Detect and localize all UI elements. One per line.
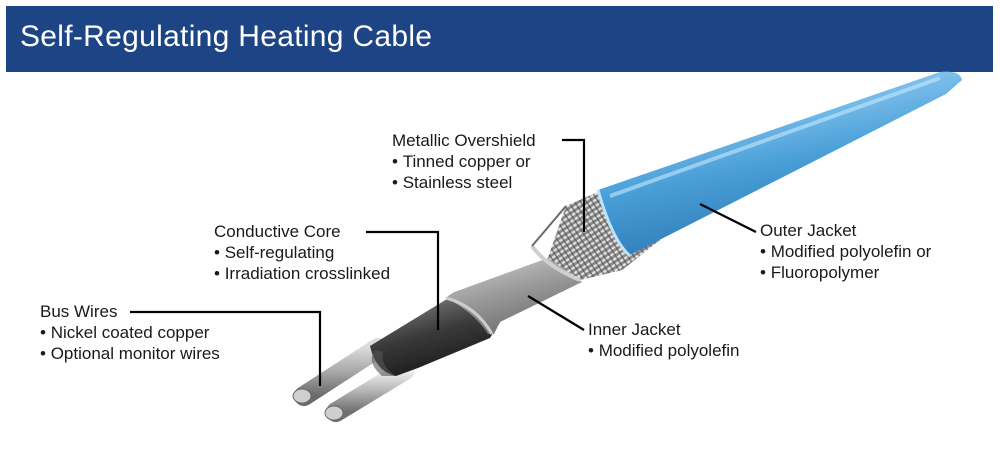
label-bullet: Stainless steel <box>392 172 536 193</box>
label-conductive-core: Conductive Core Self-regulating Irradiat… <box>214 221 390 284</box>
leader-line-bus <box>130 310 322 386</box>
bus-wire <box>292 338 388 406</box>
label-bullet: Irradiation crosslinked <box>214 263 390 284</box>
label-bullet: Modified polyolefin <box>588 340 740 361</box>
outer-jacket <box>598 71 962 257</box>
label-metallic-overshield: Metallic Overshield Tinned copper or Sta… <box>392 130 536 193</box>
label-title: Metallic Overshield <box>392 131 536 150</box>
leader-line-outer <box>699 203 757 233</box>
label-title: Bus Wires <box>40 302 118 321</box>
label-bullet: Modified polyolefin or <box>760 241 932 262</box>
label-bullet: Fluoropolymer <box>760 262 931 283</box>
inner-jacket <box>446 258 582 334</box>
label-outer-jacket: Outer Jacket Modified polyolefin or Fluo… <box>760 220 931 283</box>
label-title: Conductive Core <box>214 222 341 241</box>
title-banner: Self-Regulating Heating Cable <box>6 6 993 72</box>
label-bus-wires: Bus Wires Nickel coated copper Optional … <box>40 301 220 364</box>
label-bullet: Tinned copper or <box>392 151 536 172</box>
leader-line-inner <box>527 295 585 331</box>
leader-line-core <box>366 230 440 330</box>
leader-line-overshield <box>562 138 586 232</box>
label-bullet: Nickel coated copper <box>40 322 220 343</box>
page-title: Self-Regulating Heating Cable <box>20 20 433 53</box>
label-bullet: Optional monitor wires <box>40 343 220 364</box>
label-bullet: Self-regulating <box>214 242 390 263</box>
label-title: Inner Jacket <box>588 320 681 339</box>
label-title: Outer Jacket <box>760 221 857 240</box>
label-inner-jacket: Inner Jacket Modified polyolefin <box>588 319 740 361</box>
bus-wire <box>324 360 415 422</box>
